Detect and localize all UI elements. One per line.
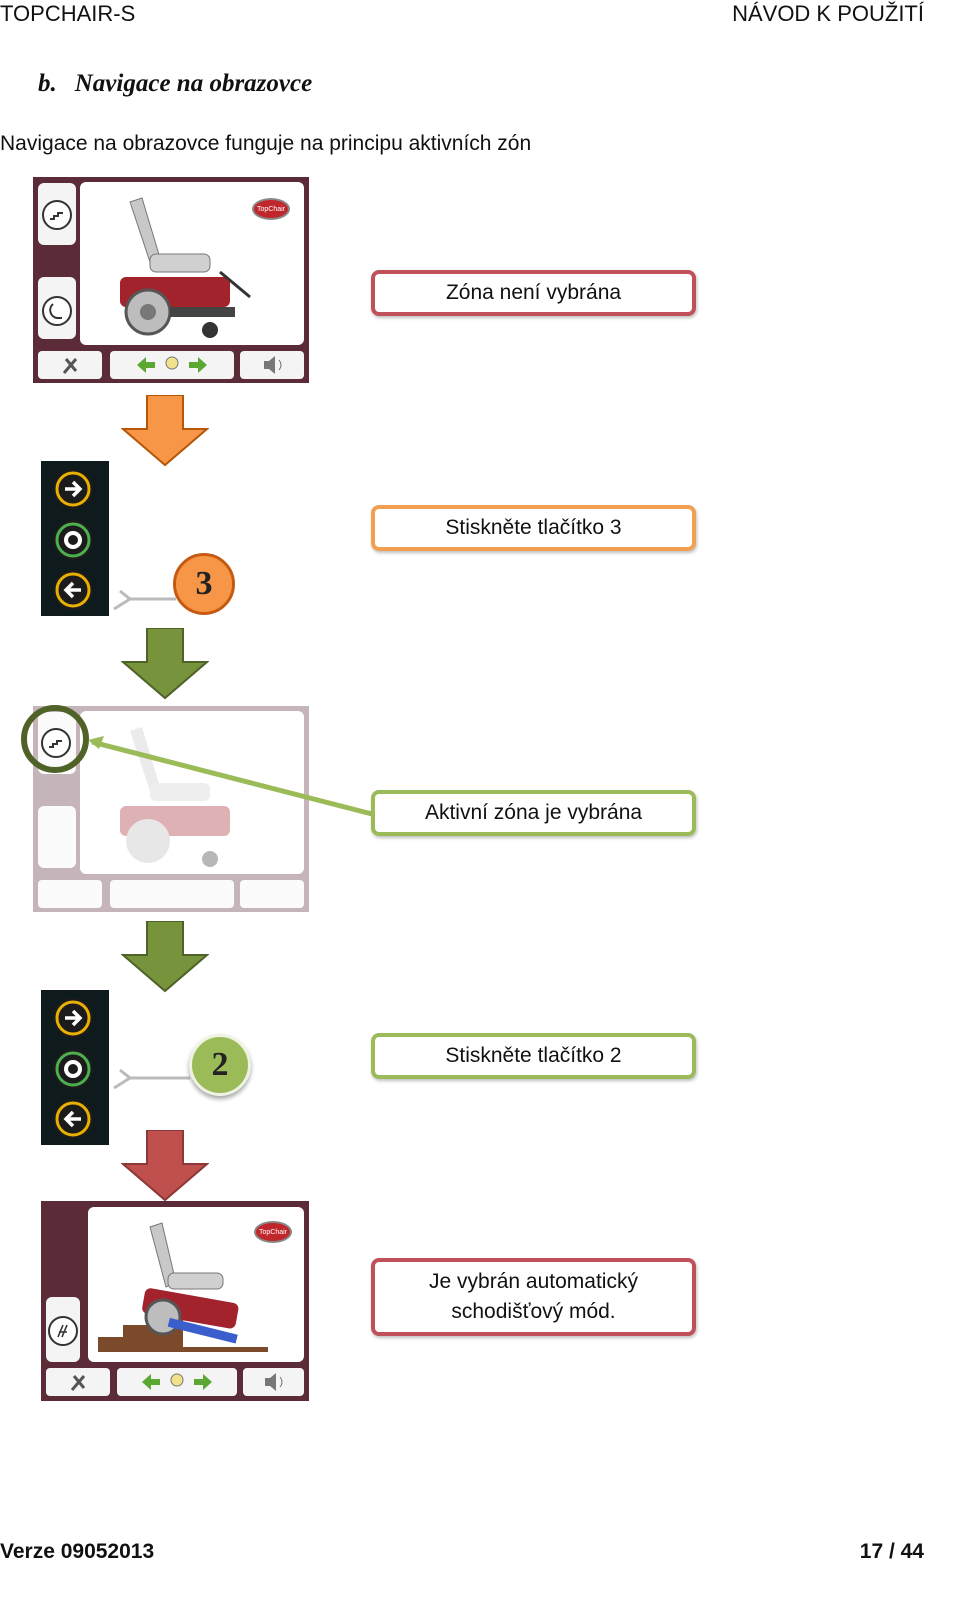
- nav-zone: [117, 1368, 237, 1396]
- chair-view: [80, 711, 304, 874]
- key-3-button[interactable]: [53, 570, 93, 610]
- callout-step-4: Stiskněte tlačítko 2: [371, 1033, 696, 1079]
- button-3-badge: 3: [173, 553, 235, 615]
- nav-zone: [110, 880, 234, 908]
- active-zone-indicator: [21, 705, 373, 817]
- arrow-left-circle-icon: [55, 1101, 91, 1137]
- key-2-button[interactable]: [53, 520, 93, 560]
- header-left: TOPCHAIR-S: [0, 1, 136, 26]
- callout-text: Aktivní zóna je vybrána: [424, 801, 643, 824]
- arrow-down-green-2: [121, 921, 209, 993]
- screen-no-zone: TopChair: [33, 177, 309, 383]
- arrow-right-circle-icon: [55, 1000, 91, 1036]
- footer-version: Verze 09052013: [0, 1540, 155, 1563]
- arrow-right-icon: [189, 357, 207, 373]
- section-heading: b. Navigace na obrazovce: [38, 70, 312, 98]
- tools-zone: [38, 351, 102, 379]
- screen-stair-mode: TopChair: [41, 1201, 309, 1401]
- ok-circle-icon: [55, 522, 91, 558]
- horn-icon: [265, 1373, 283, 1391]
- horn-icon: [264, 356, 282, 374]
- recline-icon: [42, 296, 72, 326]
- horn-zone: [240, 351, 304, 379]
- arrow-left-circle-icon: [55, 572, 91, 608]
- callout-text: Stiskněte tlačítko 2: [445, 1044, 622, 1067]
- key-1-button[interactable]: [53, 469, 93, 509]
- chair-view: TopChair: [88, 1207, 304, 1362]
- key-2-button[interactable]: [53, 1049, 93, 1089]
- section-number: b.: [38, 70, 57, 97]
- stairs-zone-button[interactable]: [41, 728, 71, 758]
- tools-zone: [46, 1368, 110, 1396]
- keypad-1: [41, 461, 109, 616]
- light-icon: [170, 1373, 184, 1387]
- stairs-icon: [42, 200, 72, 230]
- wheelchair-illustration: [120, 727, 230, 867]
- horn-zone: [243, 1368, 304, 1396]
- callout-step-2: Stiskněte tlačítko 3: [371, 505, 696, 551]
- light-icon: [165, 356, 179, 370]
- topchair-logo: TopChair: [254, 1221, 292, 1243]
- callout-text: Zóna není vybrána: [445, 281, 622, 304]
- press-pointer-2: [113, 1068, 190, 1090]
- ok-circle-icon: [55, 1051, 91, 1087]
- callout-step-3: Aktivní zóna je vybrána: [371, 790, 696, 836]
- topchair-logo: TopChair: [252, 198, 290, 220]
- header-right: NÁVOD K POUŽITÍ: [732, 1, 924, 26]
- keypad-2: [41, 990, 109, 1145]
- tools-icon: [70, 1375, 86, 1391]
- wheelchair-illustration: [120, 197, 251, 338]
- button-2-badge: 2: [189, 1034, 251, 1096]
- nav-zone: [110, 351, 234, 379]
- footer-page: 17 / 44: [859, 1540, 924, 1563]
- chair-view: TopChair: [80, 182, 304, 345]
- horn-zone: [240, 880, 304, 908]
- section-title: Navigace na obrazovce: [74, 70, 313, 97]
- screen-zone-selected: [33, 706, 309, 912]
- stairs-icon: [49, 740, 62, 748]
- press-pointer-3: [113, 589, 176, 611]
- callout-text: Stiskněte tlačítko 3: [445, 516, 622, 539]
- callout-text: Je vybrán automatický schodišťový mód.: [429, 1270, 638, 1323]
- wheelchair-on-stairs-illustration: [98, 1222, 268, 1352]
- arrow-left-icon: [137, 357, 155, 373]
- tools-icon: [62, 358, 78, 374]
- tools-zone: [38, 880, 102, 908]
- arrow-right-circle-icon: [55, 471, 91, 507]
- intro-text: Navigace na obrazovce funguje na princip…: [0, 132, 532, 155]
- key-3-button[interactable]: [53, 1099, 93, 1139]
- arrow-down-orange: [121, 395, 209, 467]
- callout-step-5: Je vybrán automatický schodišťový mód.: [371, 1258, 696, 1336]
- side-zone-bottom: [38, 806, 76, 868]
- callout-step-1: Zóna není vybrána: [371, 270, 696, 316]
- auto-stairs-icon: [48, 1316, 78, 1346]
- arrow-down-red: [121, 1130, 209, 1202]
- arrow-right-icon: [194, 1374, 212, 1390]
- key-1-button[interactable]: [53, 998, 93, 1038]
- arrow-left-icon: [142, 1374, 160, 1390]
- arrow-down-green-1: [121, 628, 209, 700]
